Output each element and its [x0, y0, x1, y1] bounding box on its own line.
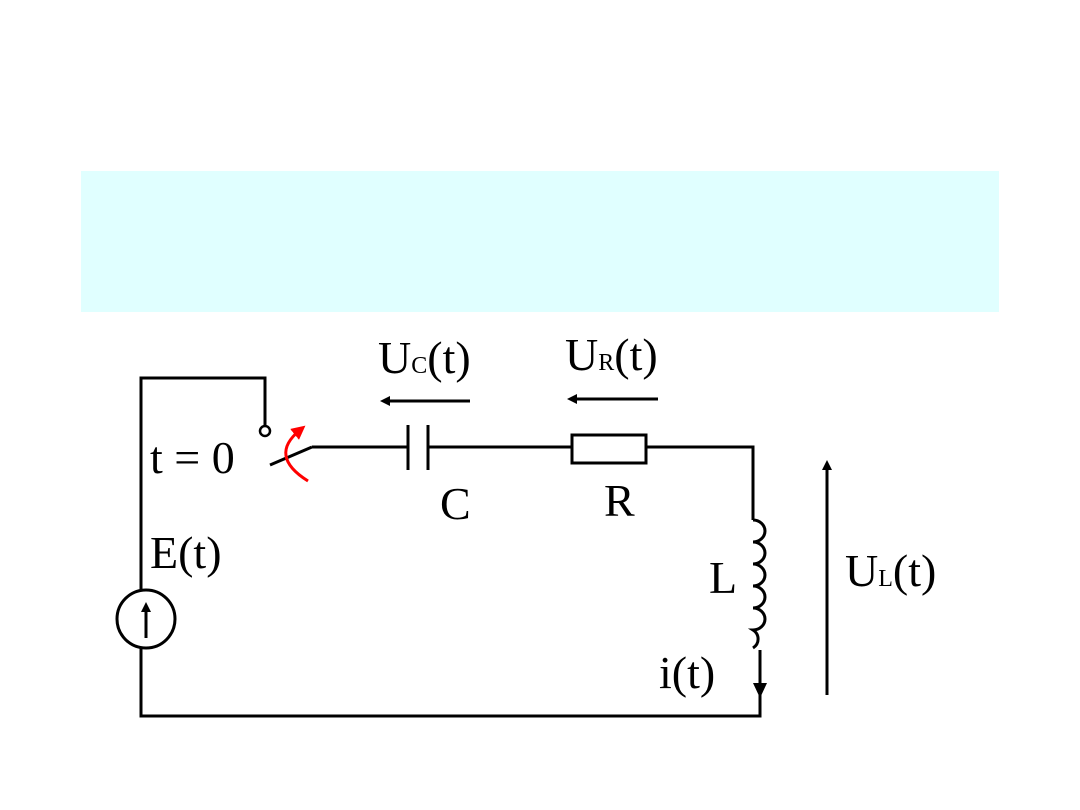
inductor-coils — [747, 518, 767, 650]
switch-motion-arrow-icon — [284, 425, 309, 483]
switch-time-label: t = 0 — [150, 432, 235, 483]
inductor-label: L — [709, 552, 737, 603]
switch-terminal — [258, 424, 272, 438]
uc-label: UC(t) — [378, 332, 471, 383]
source-circle — [115, 588, 177, 650]
current-arrow-icon — [753, 683, 767, 698]
current-label: i(t) — [659, 647, 715, 698]
capacitor-label: C — [440, 478, 471, 529]
source-label: E(t) — [150, 527, 222, 578]
wire-top-left — [139, 376, 267, 590]
ul-label: UL(t) — [845, 545, 936, 596]
wire-resistor-inductor — [646, 445, 755, 520]
switch-blade — [269, 445, 313, 467]
ur-label: UR(t) — [565, 329, 658, 380]
highlight-banner — [81, 171, 999, 312]
resistor-body — [570, 433, 648, 465]
resistor-label: R — [604, 475, 635, 526]
